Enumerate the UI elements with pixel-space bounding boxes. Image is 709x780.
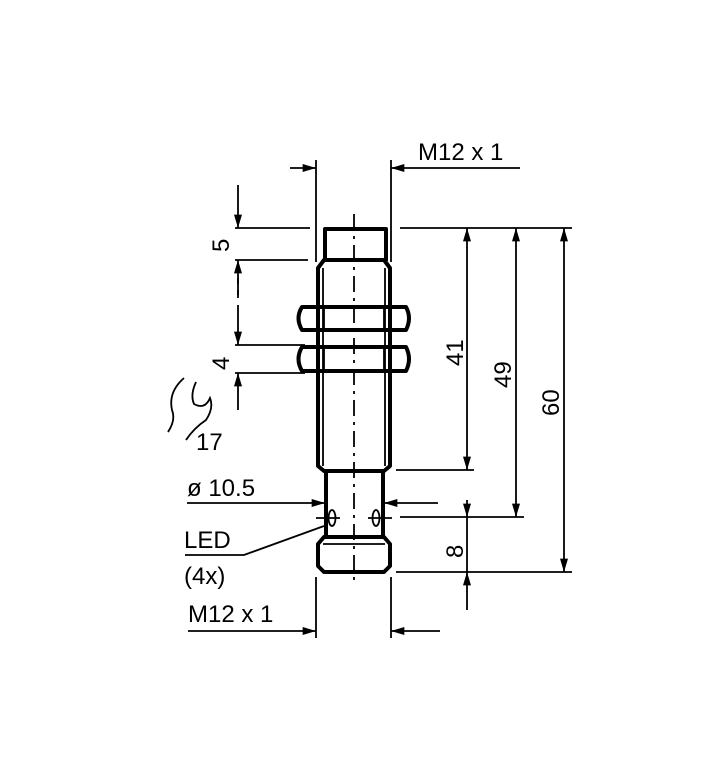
led-label: LED — [184, 527, 231, 554]
dim-8-label: 8 — [442, 545, 469, 558]
dim-diameter-label: ø 10.5 — [187, 475, 255, 502]
leader-line — [185, 525, 325, 556]
dim-nut-thickness: 4 — [208, 278, 305, 410]
dim-thread-top: M12 x 1 — [290, 139, 520, 262]
sensor-body — [296, 214, 411, 580]
thread-top-label: M12 x 1 — [418, 139, 503, 166]
sensor-cap — [323, 227, 388, 262]
dim-diameter: ø 10.5 — [187, 475, 438, 507]
dim-cap-length: 5 — [208, 185, 310, 298]
connector — [316, 535, 392, 574]
upper-nut — [296, 305, 411, 332]
wrench-icon — [167, 377, 213, 441]
wrench-size: 17 — [167, 377, 223, 456]
dim-lengths: 41 49 60 8 — [396, 227, 572, 610]
dim-thread-bottom: M12 x 1 — [188, 577, 440, 638]
wrench-size-label: 17 — [196, 429, 223, 456]
led-count-label: (4x) — [184, 563, 225, 590]
dim-41-label: 41 — [442, 339, 469, 366]
dim-60-label: 60 — [538, 389, 565, 416]
dim-49-label: 49 — [490, 361, 517, 388]
dim-nut-thickness-label: 4 — [208, 357, 235, 370]
thread-bottom-label: M12 x 1 — [188, 601, 273, 628]
dim-cap-length-label: 5 — [208, 239, 235, 252]
led-callout: LED (4x) — [184, 525, 325, 590]
lower-nut — [296, 345, 411, 373]
